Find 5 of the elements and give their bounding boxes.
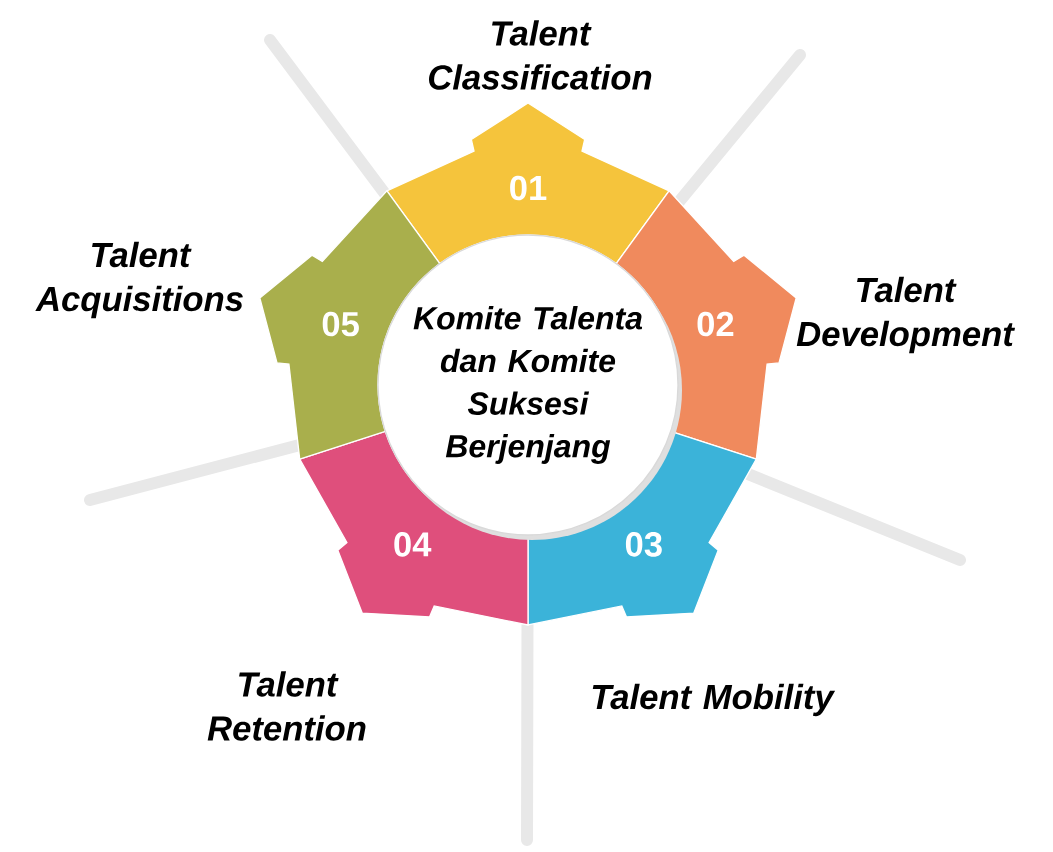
segment-label: Talent Acquisitions: [35, 241, 243, 319]
segment-label: Talent Mobility: [592, 683, 836, 717]
segment-label: Talent Development: [796, 276, 1016, 354]
segment-label: Talent Retention: [207, 671, 366, 741]
segment-label: Talent Classification: [429, 20, 652, 90]
